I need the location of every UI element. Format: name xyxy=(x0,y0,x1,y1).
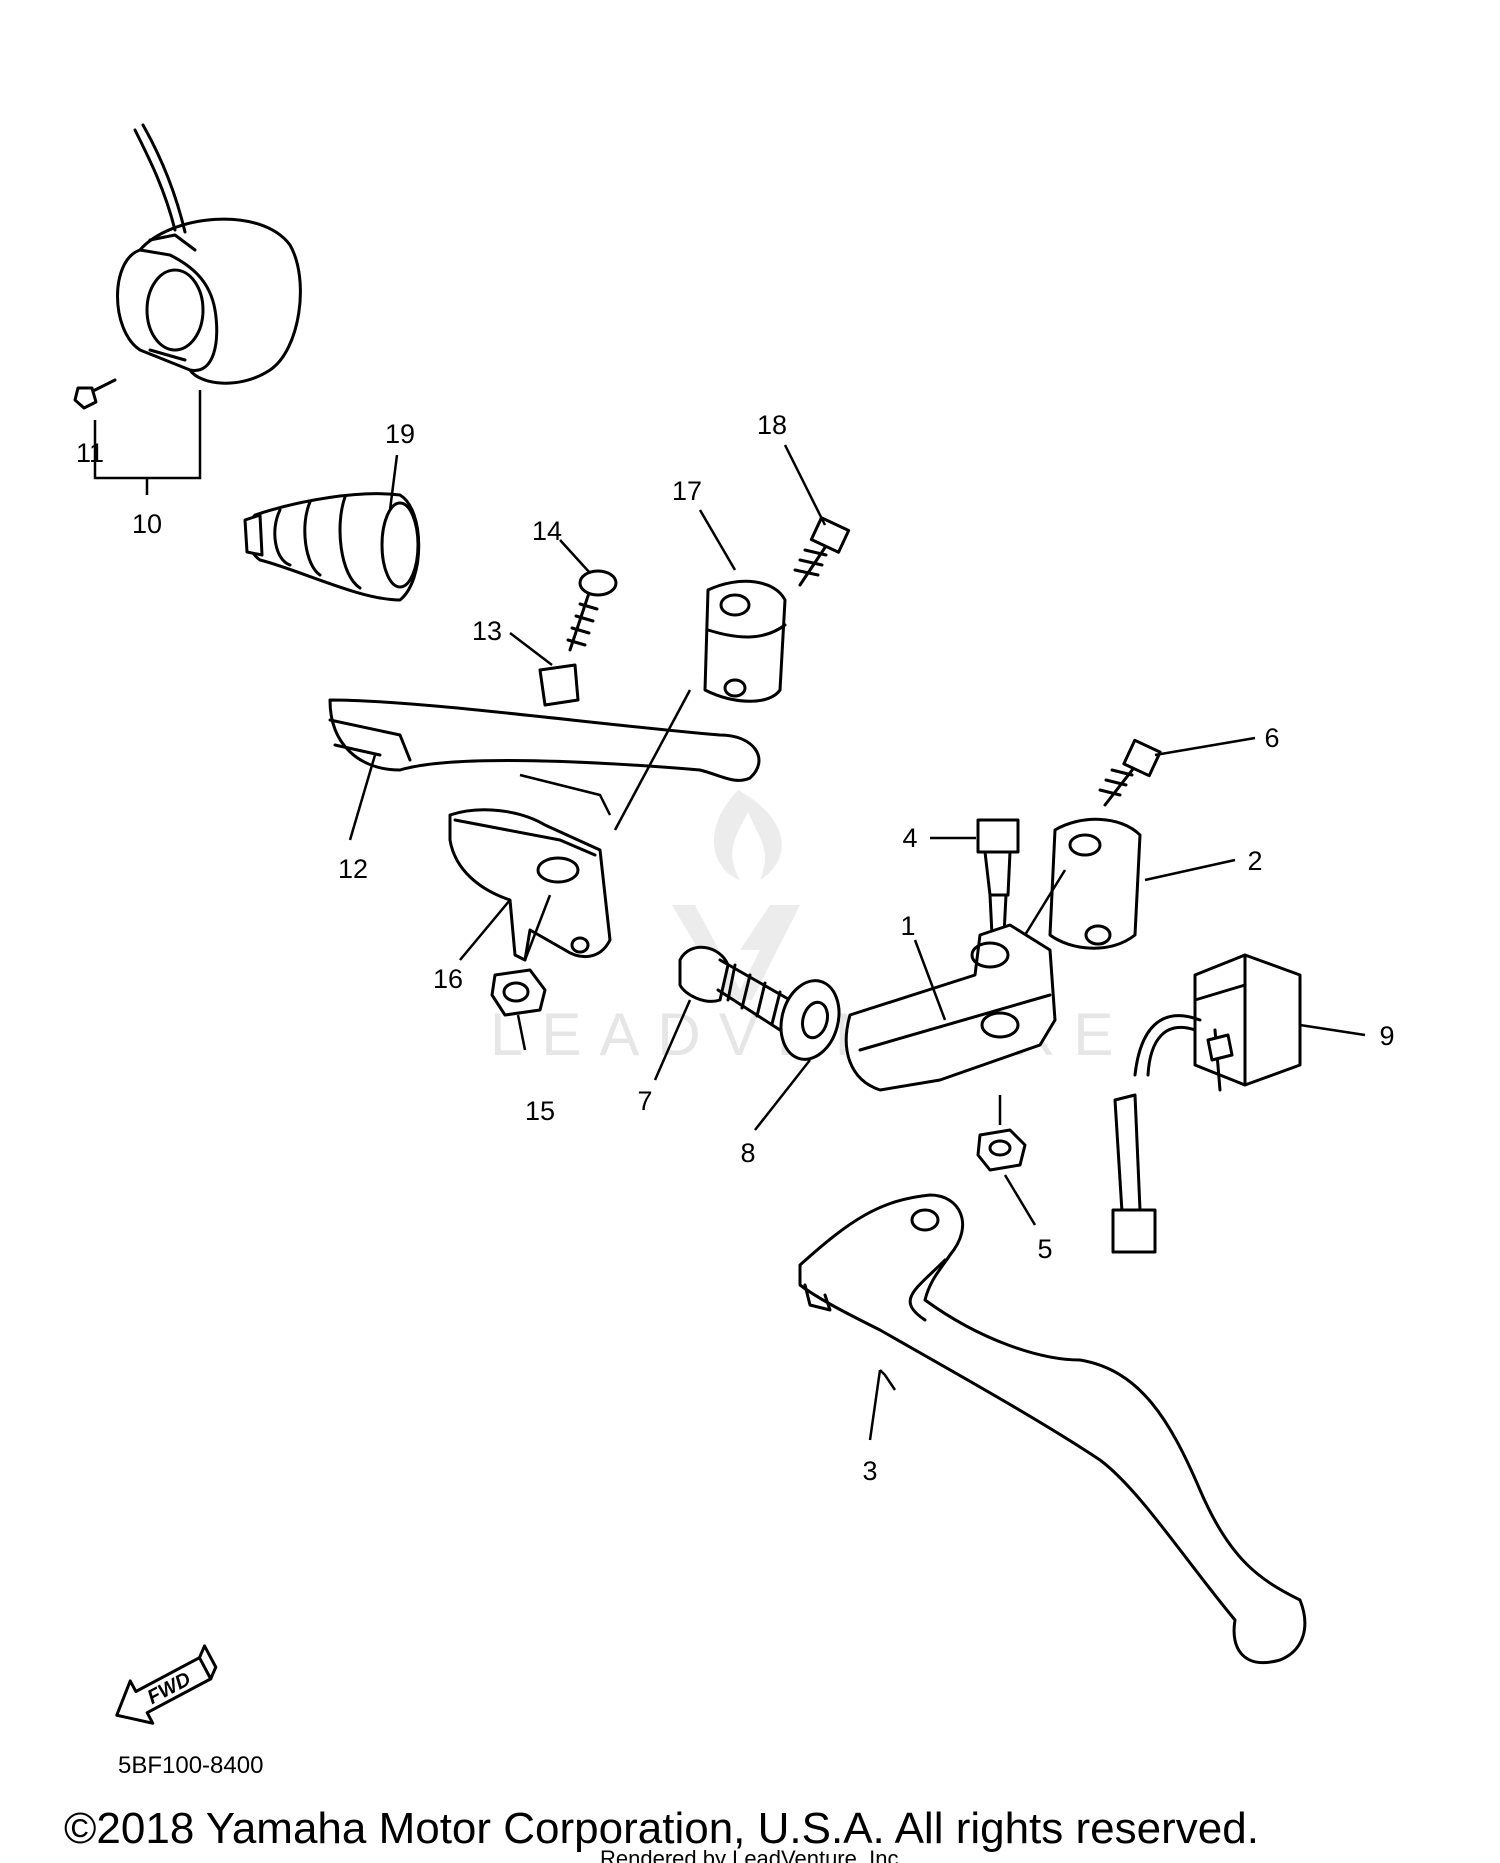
part-adjuster-bolt xyxy=(678,945,792,1032)
part-handlebar-switch xyxy=(73,123,302,495)
callout-label: 13 xyxy=(472,616,502,646)
callout-6: 6 xyxy=(1154,723,1280,757)
diagram-code: 5BF100-8400 xyxy=(118,1752,263,1779)
part-locknut xyxy=(779,979,841,1061)
callout-14: 14 xyxy=(532,516,591,574)
callout-9: 9 xyxy=(1299,1021,1395,1051)
callout-18: 18 xyxy=(757,410,827,526)
callout-label: 7 xyxy=(637,1086,652,1116)
part-hot-starter-lever xyxy=(328,698,761,782)
callout-17: 17 xyxy=(672,476,737,571)
part-pivot-bolt xyxy=(976,818,1020,937)
part-clamp-bolt-right xyxy=(1098,738,1162,807)
copyright-text: ©2018 Yamaha Motor Corporation, U.S.A. A… xyxy=(64,1804,1259,1853)
callout-label: 3 xyxy=(862,1456,877,1486)
callout-1: 1 xyxy=(900,911,947,1021)
callout-label: 19 xyxy=(385,419,415,449)
callout-label: 9 xyxy=(1379,1021,1394,1051)
part-lever-cover xyxy=(243,492,421,602)
part-clamp-bolt-left xyxy=(793,516,851,587)
callout-15: 15 xyxy=(516,1014,555,1126)
callout-label: 10 xyxy=(132,509,162,539)
callout-label: 15 xyxy=(525,1096,555,1126)
callout-label: 8 xyxy=(740,1138,755,1168)
rendered-by-text: Rendered by LeadVenture, Inc. xyxy=(600,1846,905,1863)
callout-3: 3 xyxy=(862,1369,897,1486)
callout-7: 7 xyxy=(637,999,692,1116)
callout-10: 10 xyxy=(132,509,162,539)
callout-label: 5 xyxy=(1037,1234,1052,1264)
callout-label: 4 xyxy=(902,823,917,853)
callout-label: 11 xyxy=(76,438,104,468)
callout-2: 2 xyxy=(1144,846,1263,882)
fwd-arrow-icon: FWD xyxy=(115,1644,218,1725)
callout-13: 13 xyxy=(472,616,553,666)
callout-11: 11 xyxy=(76,438,104,468)
part-clutch-switch xyxy=(1111,953,1302,1254)
callout-label: 12 xyxy=(338,854,368,884)
part-hot-starter-holder xyxy=(448,808,612,962)
part-collar xyxy=(538,663,580,707)
callout-4: 4 xyxy=(902,823,976,853)
part-lever-nut xyxy=(976,1128,1027,1172)
callout-label: 2 xyxy=(1247,846,1262,876)
callout-label: 6 xyxy=(1264,723,1279,753)
callout-label: 16 xyxy=(433,964,463,994)
callout-16: 16 xyxy=(433,899,511,994)
part-lever-holder xyxy=(844,923,1057,1092)
part-clutch-lever xyxy=(798,1193,1307,1665)
callout-label: 17 xyxy=(672,476,702,506)
callout-12: 12 xyxy=(338,754,377,884)
callout-label: 1 xyxy=(900,911,915,941)
callout-19: 19 xyxy=(385,419,415,511)
callout-5: 5 xyxy=(1003,1174,1053,1264)
leadventure-logo-icon xyxy=(672,790,800,1000)
callout-label: 18 xyxy=(757,410,787,440)
part-hot-starter-nut xyxy=(490,968,547,1017)
part-lever-screw xyxy=(566,569,618,652)
part-holder-clamp-left xyxy=(703,579,787,703)
callout-8: 8 xyxy=(740,1059,811,1168)
part-holder-clamp-right xyxy=(1048,817,1142,950)
callout-label: 14 xyxy=(532,516,562,546)
